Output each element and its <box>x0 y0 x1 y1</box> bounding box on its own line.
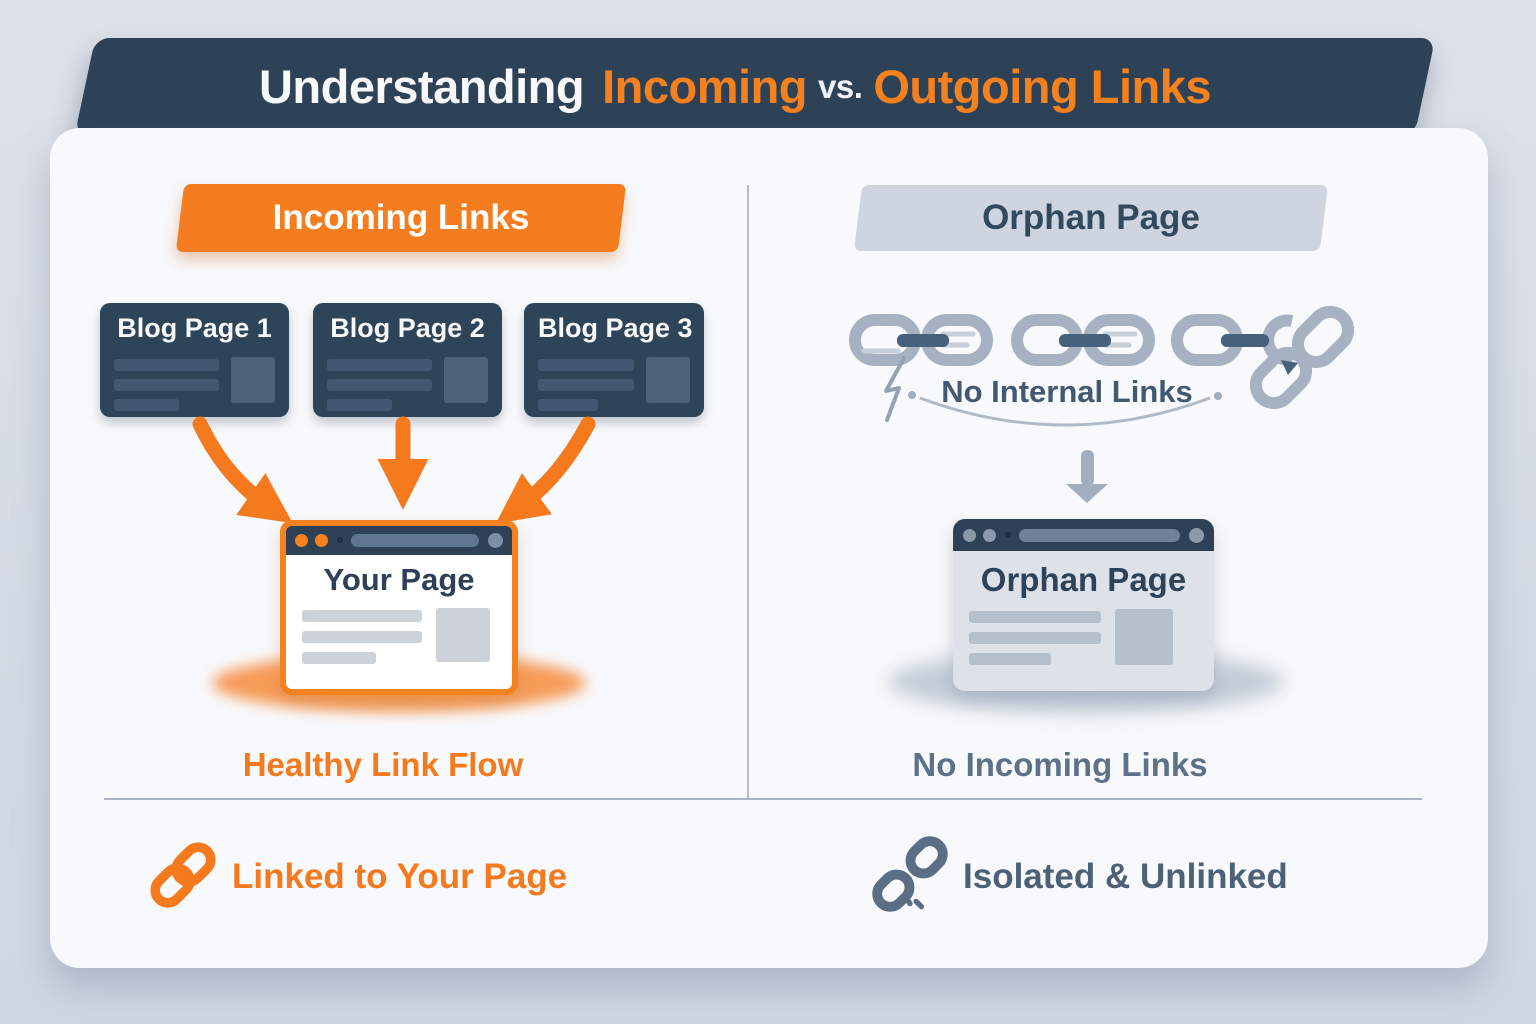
isolated-unlinked-label: Isolated & Unlinked <box>963 857 1288 896</box>
down-arrow-icon <box>1081 450 1094 486</box>
blog-page-1-title: Blog Page 1 <box>117 313 272 343</box>
broken-link-icon <box>872 836 948 912</box>
title-highlight-incoming: Incoming <box>602 60 807 113</box>
title-highlight-outgoing: Outgoing Links <box>873 60 1212 113</box>
arrow-right-icon <box>495 416 596 524</box>
arrow-left-icon <box>192 416 293 524</box>
title-bar: Understanding Incoming vs. Outgoing Link… <box>74 38 1436 135</box>
chain-link-icon <box>1291 305 1355 369</box>
blog-page-2-card: Blog Page 2 <box>313 303 502 417</box>
page-title: Understanding Incoming vs. Outgoing Link… <box>85 38 1425 135</box>
incoming-links-banner-label: Incoming Links <box>272 198 530 237</box>
blog-page-1-skeleton <box>114 357 275 411</box>
url-bar <box>351 533 479 547</box>
incoming-arrows-icon <box>192 416 596 524</box>
panel-divider-vertical <box>747 185 749 798</box>
your-page-window: Your Page <box>280 520 518 695</box>
orphan-page-skeleton <box>953 599 1214 665</box>
healthy-link-flow-caption: Healthy Link Flow <box>242 746 524 783</box>
incoming-links-banner: Incoming Links <box>175 184 627 252</box>
window-dot-icon <box>963 528 976 542</box>
window-dot-icon <box>315 533 328 547</box>
window-button-icon <box>1189 527 1204 543</box>
blog-page-3-skeleton <box>538 357 690 411</box>
down-arrow-head-icon <box>1066 484 1108 503</box>
no-links-arc <box>919 396 1211 427</box>
blog-page-2-title: Blog Page 2 <box>330 313 485 343</box>
blog-page-3-title: Blog Page 3 <box>538 313 693 343</box>
window-dot-icon <box>983 528 996 542</box>
chain-connector <box>1221 334 1269 347</box>
title-leading: Understanding <box>258 60 585 113</box>
chain-connector <box>1059 334 1111 347</box>
url-bar <box>1019 528 1180 542</box>
blog-page-3-card: Blog Page 3 <box>524 303 704 417</box>
linked-to-your-page-label: Linked to Your Page <box>232 857 568 896</box>
content-card <box>50 128 1488 968</box>
orphan-window-chrome <box>953 519 1214 551</box>
broken-chain-row-icon <box>849 305 1355 427</box>
no-internal-links-caption: No Internal Links <box>941 374 1193 409</box>
lightning-icon <box>884 356 906 422</box>
panel-divider-horizontal <box>104 798 1422 800</box>
orphan-page-window: Orphan Page <box>953 519 1214 691</box>
orphan-page-banner-label: Orphan Page <box>982 198 1200 237</box>
link-icon <box>150 842 216 908</box>
orphan-page-banner: Orphan Page <box>853 185 1329 251</box>
title-connector: vs. <box>818 67 863 105</box>
orphan-page-title: Orphan Page <box>980 561 1187 598</box>
blog-page-2-skeleton <box>327 357 488 411</box>
window-dot-icon <box>295 533 308 547</box>
chain-shard <box>1281 360 1298 375</box>
blog-page-1-card: Blog Page 1 <box>100 303 289 417</box>
your-page-title: Your Page <box>323 562 475 597</box>
your-page-window-chrome <box>286 526 512 555</box>
window-button-icon <box>488 532 503 548</box>
chain-connector <box>897 334 949 347</box>
window-dot-icon <box>337 537 343 543</box>
window-dot-icon <box>1005 532 1011 538</box>
no-incoming-links-caption: No Incoming Links <box>912 746 1208 783</box>
your-page-skeleton <box>286 598 512 664</box>
